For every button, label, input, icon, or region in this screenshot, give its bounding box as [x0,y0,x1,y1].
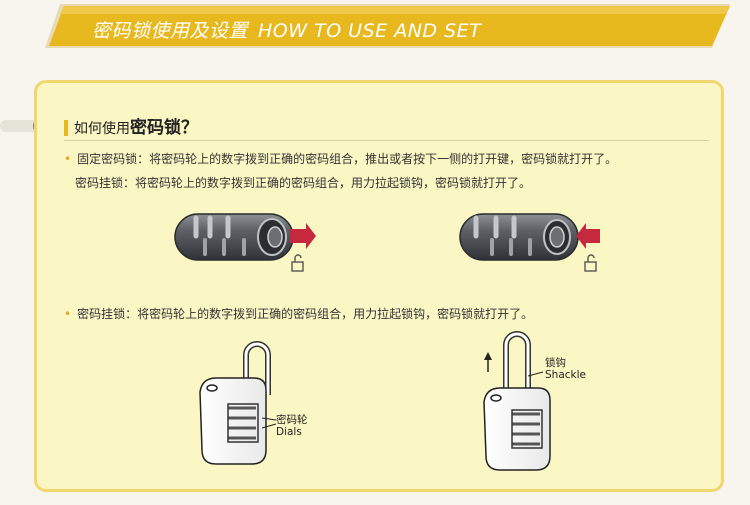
shackle-label: 锁钩 Shackle [545,357,586,381]
heading-emphasis: 密码锁 [130,118,181,138]
push-arrow-icon [576,223,600,249]
up-arrow-icon [484,352,492,372]
cylinder-lock-open [174,213,316,272]
heading-accent-bar [64,120,68,136]
padlock-shackle [483,331,551,471]
heading-suffix: ？ [181,118,198,138]
bullet-icon: • [64,152,72,166]
header-banner: 密码锁使用及设置 HOW TO USE AND SET [0,0,750,70]
bullet-icon: • [64,307,72,321]
cylinder-lock-closed [459,213,600,272]
content-panel [34,80,724,492]
section-divider [64,140,709,141]
instruction-line-1: •固定密码锁：将密码轮上的数字拨到正确的密码组合，推出或者按下一侧的打开键，密码… [64,152,618,166]
dials-label: 密码轮 Dials [276,414,308,438]
unlock-icon [291,254,304,272]
banner-title: 密码锁使用及设置 HOW TO USE AND SET [92,16,481,43]
banner-background [45,4,730,48]
banner-title-en: HOW TO USE AND SET [258,20,482,42]
push-arrow-icon [290,223,316,249]
banner-title-cn: 密码锁使用及设置 [92,20,249,42]
section-heading: 如何使用密码锁？ [64,113,198,138]
instruction-line-3: •密码挂锁：将密码轮上的数字拨到正确的密码组合，用力拉起锁钩，密码锁就打开了。 [64,307,534,321]
unlock-icon [584,254,597,272]
heading-prefix: 如何使用 [74,121,130,137]
padlock-dials [199,341,277,465]
instruction-line-2: 密码挂锁：将密码轮上的数字拨到正确的密码组合，用力拉起锁钩，密码锁就打开了。 [75,176,532,190]
